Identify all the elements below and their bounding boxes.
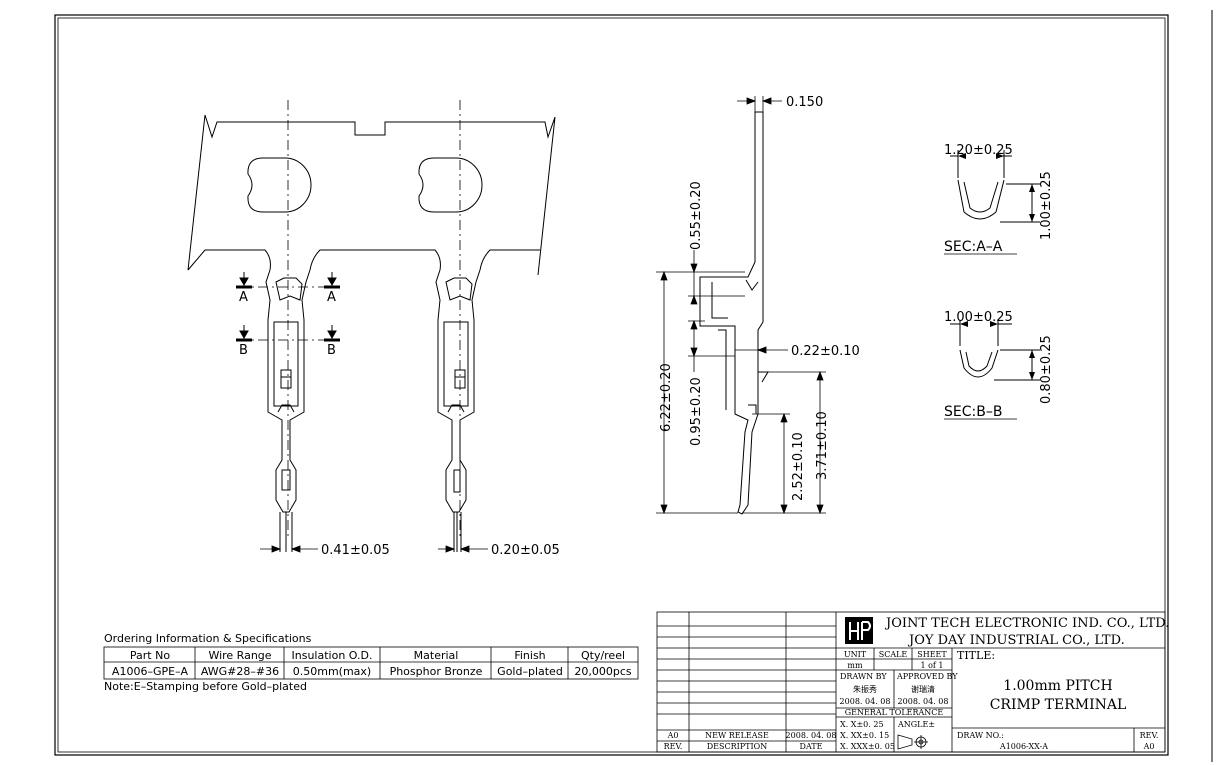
sec-aa-label: SEC:A–A bbox=[944, 239, 1003, 255]
title-label: TITLE: bbox=[957, 649, 995, 662]
carrier-strip bbox=[187, 114, 556, 276]
scale-label: SCALE bbox=[879, 650, 908, 659]
date-col-label: DATE bbox=[800, 742, 823, 751]
side-view-dims bbox=[656, 96, 826, 515]
section-markers bbox=[236, 272, 340, 342]
revision-date: 2008. 04. 08 bbox=[786, 731, 837, 740]
rev-value: A0 bbox=[1143, 742, 1155, 751]
section-mark-b-left: B bbox=[239, 343, 248, 358]
sec-bb-label: SEC:B–B bbox=[944, 404, 1002, 420]
terminal-2 bbox=[435, 269, 481, 552]
ordering-header-part-no: Part No bbox=[130, 649, 170, 662]
front-view bbox=[187, 114, 556, 552]
drawn-by-label: DRAWN BY bbox=[840, 672, 887, 681]
outer-border bbox=[54, 14, 1169, 756]
dim-thickness: 0.150 bbox=[786, 95, 823, 110]
rev-label: REV. bbox=[1140, 731, 1159, 740]
ordering-header-material: Material bbox=[414, 649, 459, 662]
width-dim-041: 0.41±0.05 bbox=[321, 543, 390, 558]
bottom-width-dims bbox=[260, 545, 488, 553]
revision-description: NEW RELEASE bbox=[705, 731, 769, 740]
projection-symbol-icon bbox=[897, 734, 928, 750]
approved-by-name: 谢瑞清 bbox=[911, 684, 935, 694]
ordering-header-insulation: Insulation O.D. bbox=[292, 649, 373, 662]
drawn-by-date: 2008. 04. 08 bbox=[840, 697, 891, 706]
dim-622: 6.22±0.20 bbox=[659, 363, 674, 432]
angle-label: ANGLE± bbox=[897, 720, 935, 729]
sec-bb-width: 1.00±0.25 bbox=[944, 310, 1013, 325]
width-dim-020: 0.20±0.05 bbox=[491, 543, 560, 558]
sec-bb-height: 0.80±0.25 bbox=[1039, 335, 1054, 404]
drawn-by-name: 朱振秀 bbox=[853, 684, 877, 694]
dim-055: 0.55±0.20 bbox=[689, 181, 704, 250]
sec-aa-height: 1.00±0.25 bbox=[1039, 171, 1054, 240]
ordering-header-finish: Finish bbox=[514, 649, 545, 662]
pilot-hole-2 bbox=[418, 157, 483, 213]
terminal-1 bbox=[265, 269, 311, 552]
ordering-cell-insulation: 0.50mm(max) bbox=[293, 665, 371, 678]
side-view bbox=[699, 111, 769, 515]
unit-label: UNIT bbox=[844, 650, 867, 659]
drawing-no: A1006-XX-A bbox=[999, 742, 1048, 751]
section-mark-b-right: B bbox=[327, 343, 336, 358]
ordering-heading: Ordering Information & Specifications bbox=[104, 632, 312, 645]
unit-value: mm bbox=[847, 661, 863, 670]
approved-by-label: APPROVED BY bbox=[896, 672, 958, 681]
ordering-cell-wire-range: AWG#28–#36 bbox=[201, 665, 279, 678]
company-name-2: JOY DAY INDUSTRIAL CO., LTD. bbox=[907, 633, 1125, 648]
revision-rev: A0 bbox=[667, 731, 679, 740]
ordering-cell-finish: Gold–plated bbox=[497, 665, 563, 678]
section-mark-a-left: A bbox=[239, 290, 248, 305]
sheet-value: 1 of 1 bbox=[920, 661, 943, 670]
ordering-cell-part-no: A1006–GPE–A bbox=[112, 665, 189, 678]
company-logo bbox=[845, 617, 873, 644]
company-name-1: JOINT TECH ELECTRONIC IND. CO., LTD. bbox=[884, 616, 1169, 631]
dim-095: 0.95±0.20 bbox=[689, 377, 704, 446]
approved-by-date: 2008. 04. 08 bbox=[898, 697, 949, 706]
ordering-header-wire-range: Wire Range bbox=[208, 649, 271, 662]
inner-border bbox=[57, 17, 1166, 753]
dim-371: 3.71±0.10 bbox=[815, 411, 830, 480]
rev-col-label: REV. bbox=[664, 742, 683, 751]
ordering-cell-material: Phosphor Bronze bbox=[390, 665, 483, 678]
drawing-no-label: DRAW NO.: bbox=[957, 731, 1004, 740]
pilot-hole-1 bbox=[247, 157, 312, 213]
title-block-grid bbox=[656, 611, 1166, 753]
section-mark-a-right: A bbox=[327, 290, 336, 305]
tolerance-2: X. XX±0. 15 bbox=[840, 731, 889, 740]
ordering-cell-qty: 20,000pcs bbox=[574, 665, 632, 678]
tolerance-1: X. X±0. 25 bbox=[840, 720, 884, 729]
sec-aa-width: 1.20±0.25 bbox=[944, 143, 1013, 158]
tolerance-3: X. XXX±0. 05 bbox=[840, 742, 895, 751]
ordering-table bbox=[103, 646, 639, 680]
desc-col-label: DESCRIPTION bbox=[707, 742, 767, 751]
title-line-1: 1.00mm PITCH bbox=[1003, 678, 1112, 694]
section-aa bbox=[950, 150, 1040, 223]
section-bb bbox=[950, 320, 1040, 381]
centerlines bbox=[238, 100, 461, 540]
sheet-label: SHEET bbox=[917, 650, 947, 659]
ordering-note: Note:E–Stamping before Gold–plated bbox=[104, 680, 307, 693]
title-line-2: CRIMP TERMINAL bbox=[990, 697, 1127, 713]
dim-252: 2.52±0.10 bbox=[791, 432, 806, 501]
dim-022: 0.22±0.10 bbox=[791, 344, 860, 359]
ordering-header-qty: Qty/reel bbox=[581, 649, 625, 662]
general-tolerance-label: GENERAL TOLERANCE bbox=[845, 708, 944, 717]
